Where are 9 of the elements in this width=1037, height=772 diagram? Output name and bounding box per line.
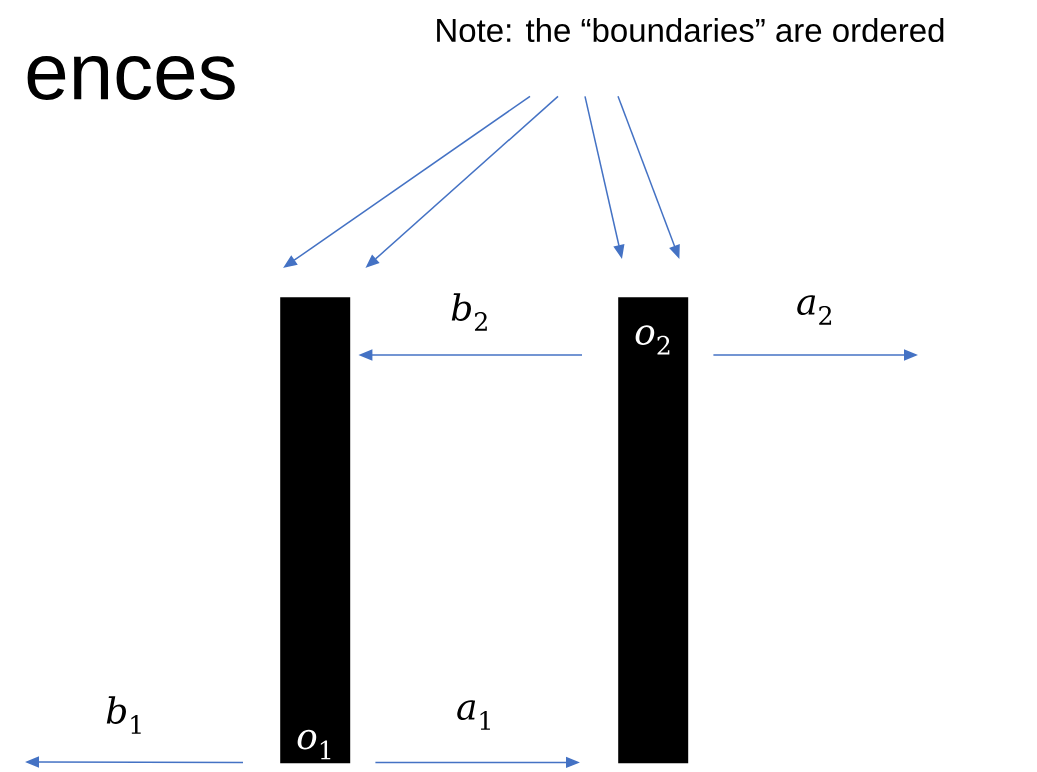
bar: o$_{2}$ (618, 297, 689, 764)
edge-label: b$_{1}$ (106, 696, 141, 734)
leader-arrow (283, 95, 531, 268)
note-text: Note: the “boundaries” are ordered (437, 17, 944, 43)
edge-label: a$_{1}$ (457, 700, 490, 730)
heading: ences (27, 56, 235, 100)
edge-label: a$_{2}$ (797, 295, 832, 325)
edge-label: b$_{2}$ (451, 293, 487, 331)
bar: o$_{1}$ (280, 297, 351, 764)
